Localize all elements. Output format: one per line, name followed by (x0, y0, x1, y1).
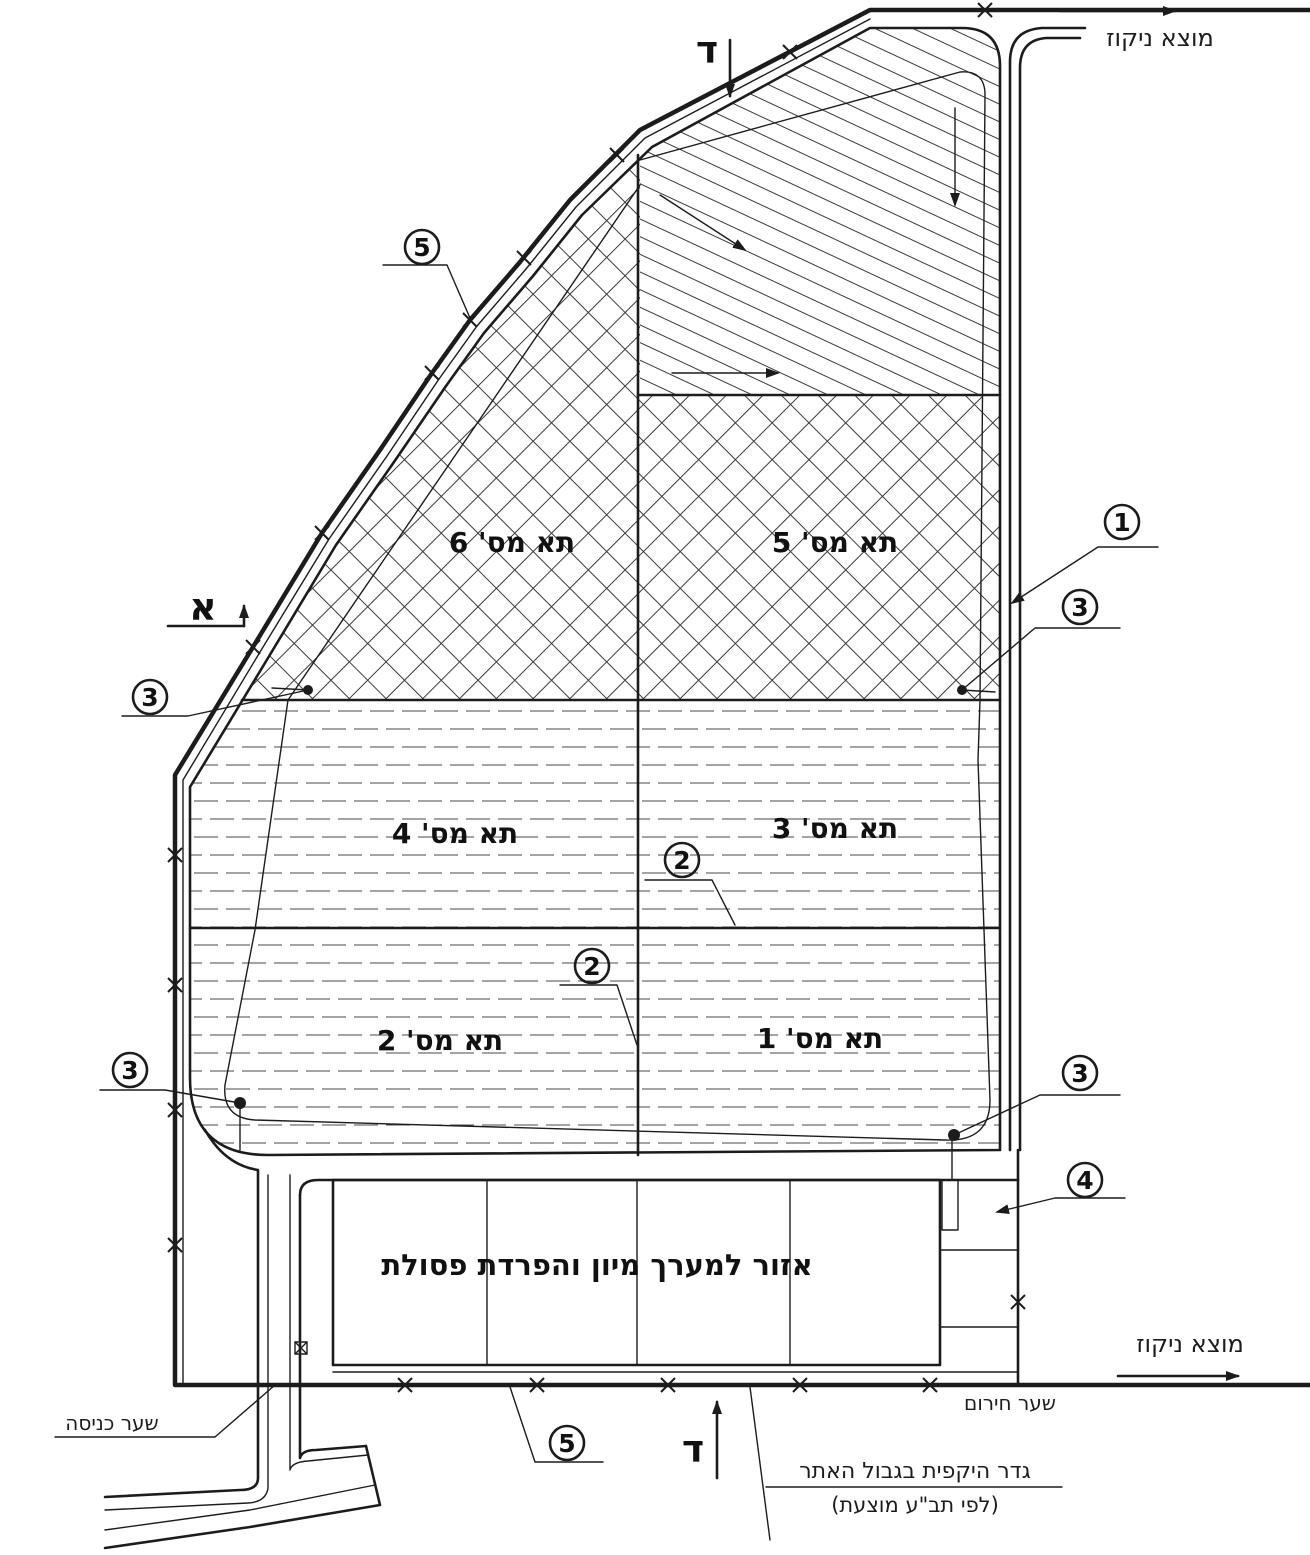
callout-number: 5 (558, 1429, 575, 1458)
section-letter: א (189, 585, 217, 629)
callout-left-top-sump: 3 (121, 678, 309, 717)
callout-service-area: 4 (995, 1161, 1126, 1215)
entrance-road-edge (103, 1128, 260, 1499)
callout-number: 3 (141, 683, 158, 712)
cell-label-3: תא מס' 3 (772, 812, 898, 845)
entrance-road-edge (104, 1484, 376, 1531)
sorting-area-top-edge (298, 1178, 1020, 1197)
callout-number: 1 (1113, 508, 1130, 537)
drainage-channel-line (1018, 36, 1082, 1152)
callout-bottom-fence: 5 (509, 1386, 604, 1463)
entry-gate-leader (54, 1384, 276, 1438)
callout-number: 2 (673, 846, 690, 875)
inner-road-edge (188, 26, 1002, 1157)
callout-number: 4 (1076, 1166, 1093, 1195)
entrance-road-edge (103, 1444, 382, 1550)
perimeter-fence-leader (749, 1386, 771, 1541)
callout-divider-upper: 2 (644, 841, 736, 926)
cell-labels: תא מס' 6 תא מס' 5 תא מס' 4 תא מס' 3 תא מ… (377, 526, 898, 1057)
drain-outlet-right-label: מוצא ניקוז (1136, 1330, 1244, 1358)
callout-number: 2 (583, 952, 600, 981)
sorting-area: אזור למערך מיון והפרדת פסולת (298, 1137, 1020, 1373)
entry-gate-label: שער כניסה (65, 1411, 158, 1435)
fence-x-mark (245, 639, 261, 655)
cell-grid (188, 153, 1002, 1157)
callout-left-bottom-sump: 3 (99, 1051, 241, 1104)
emergency-gate-label: שער חירום (964, 1391, 1056, 1415)
fence-x-mark (462, 312, 478, 328)
perimeter-fence-note: (לפי תב"ע מוצעת) (831, 1493, 999, 1517)
sorting-area-label: אזור למערך מיון והפרדת פסולת (381, 1248, 812, 1282)
cell-liner-edge (224, 71, 991, 1141)
drainage-channel-line (1008, 26, 1087, 1152)
fence-x-mark (314, 525, 330, 541)
fence-x-mark (424, 365, 440, 381)
cell-label-5: תא מס' 5 (772, 526, 898, 559)
callout-number: 3 (121, 1056, 138, 1085)
hatch-fills (190, 28, 1000, 1155)
section-letter: ד (696, 28, 718, 72)
section-marker-d-bottom: ד (682, 1400, 722, 1480)
flow-arrow (659, 194, 747, 252)
service-area-small-box (941, 1179, 959, 1231)
gate-symbol-icon (294, 1341, 308, 1355)
entrance-road (103, 1128, 382, 1550)
callout-right-top-sump: 3 (961, 588, 1121, 691)
cell-label-1: תא מס' 1 (757, 1022, 883, 1055)
cell-label-2: תא מס' 2 (377, 1024, 503, 1057)
perimeter-fence-label: גדר היקפית בגבול האתר (799, 1459, 1030, 1484)
entrance-road-edge (104, 1174, 269, 1511)
callouts: 5 1 3 3 2 2 3 (99, 228, 1159, 1463)
section-markers: ד א ד (166, 28, 735, 1480)
callout-divider-lower: 2 (559, 947, 638, 1046)
fence-x-mark (516, 250, 532, 266)
section-marker-d-top: ד (696, 28, 735, 98)
callout-right-channel: 1 (1010, 503, 1159, 605)
cell-label-4: תא מס' 4 (392, 817, 518, 850)
section-letter: ד (682, 1427, 704, 1471)
callout-number: 3 (1071, 1059, 1088, 1088)
entrance-road-edge (298, 1193, 368, 1460)
callout-number: 5 (413, 233, 430, 262)
entrance-road-edge (289, 1174, 369, 1471)
drainage-channel (1008, 26, 1087, 1387)
section-marker-a-left: א (166, 585, 249, 629)
cell-label-6: תא מס' 6 (449, 526, 575, 559)
hatch-cross-cell5 (640, 395, 1000, 700)
sump-pipe (961, 689, 996, 693)
hatch-single-upper-cell5 (640, 28, 1000, 395)
hatch-cross-cell6 (242, 159, 640, 700)
sump-pipe (271, 687, 309, 691)
callout-right-bottom-sump: 3 (953, 1054, 1121, 1136)
callout-top-fence: 5 (382, 228, 471, 319)
drain-outlet-top-label: מוצא ניקוז (1106, 24, 1214, 52)
callout-number: 3 (1071, 593, 1088, 622)
